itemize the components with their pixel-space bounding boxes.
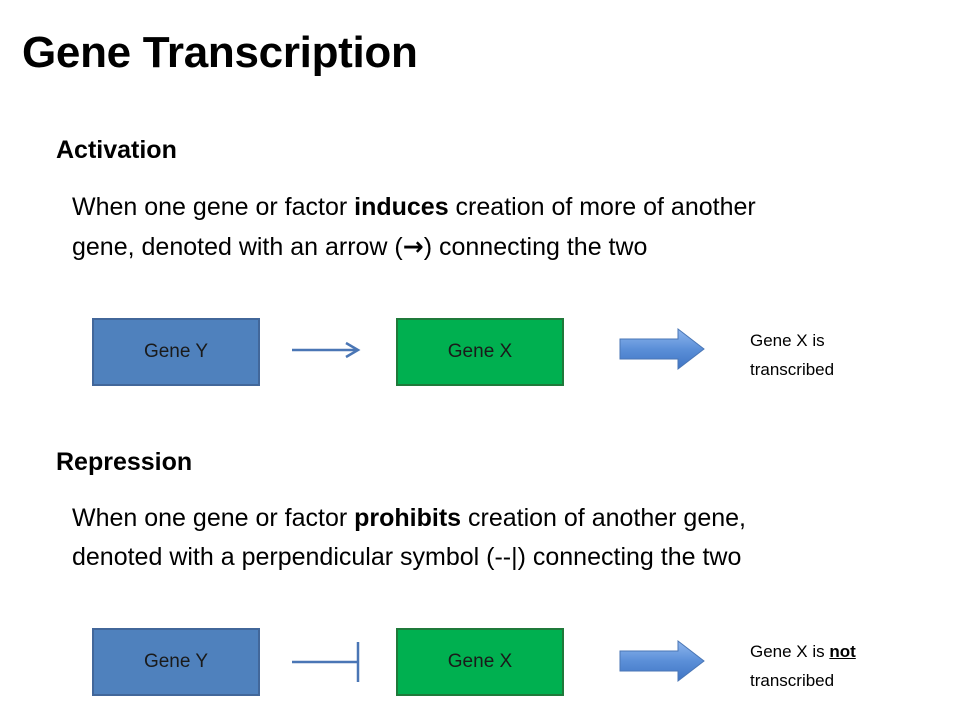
- repression-gene-y-box: Gene Y: [92, 628, 260, 696]
- arrow-symbol: →: [402, 232, 424, 261]
- activation-heading: Activation: [56, 136, 177, 164]
- activation-text-after: ) connecting the two: [423, 233, 648, 261]
- activation-text-middle: creation of more of another gene, denote…: [72, 193, 756, 261]
- activation-gene-y-label: Gene Y: [143, 341, 209, 362]
- activation-result-text: Gene X is transcribed: [750, 326, 834, 384]
- activation-gene-x-box: Gene X: [396, 318, 564, 386]
- repression-text-after: creation of another gene, denoted with a…: [72, 504, 746, 571]
- activation-text-before: When one gene or factor: [72, 193, 355, 221]
- repression-result-line1: Gene X is not: [750, 637, 856, 666]
- activation-result-line1: Gene X is: [750, 331, 825, 350]
- activation-arrow-icon: [292, 341, 361, 359]
- repression-bold-term: prohibits: [354, 504, 462, 532]
- activation-gene-x-label: Gene X: [447, 341, 513, 362]
- repression-result-emphasis: not: [829, 642, 856, 661]
- activation-result-line2: transcribed: [750, 360, 835, 379]
- activation-result-block-arrow-icon: [619, 327, 705, 371]
- repression-gene-y-label: Gene Y: [143, 651, 209, 672]
- repression-result-line2: transcribed: [750, 671, 835, 690]
- repression-heading: Repression: [56, 448, 193, 476]
- activation-gene-y-box: Gene Y: [92, 318, 260, 386]
- repression-inhibition-icon: [292, 642, 360, 682]
- repression-result-text: Gene X is not transcribed: [750, 637, 856, 695]
- repression-gene-x-box: Gene X: [396, 628, 564, 696]
- repression-description: When one gene or factor prohibits creati…: [72, 499, 802, 577]
- repression-result-block-arrow-icon: [619, 639, 705, 683]
- repression-result-prefix: Gene X is: [750, 642, 830, 661]
- activation-description: When one gene or factor induces creation…: [72, 188, 792, 267]
- repression-gene-x-label: Gene X: [447, 651, 513, 672]
- activation-bold-term: induces: [354, 193, 449, 221]
- repression-text-before: When one gene or factor: [72, 504, 355, 532]
- page-title: Gene Transcription: [22, 28, 418, 77]
